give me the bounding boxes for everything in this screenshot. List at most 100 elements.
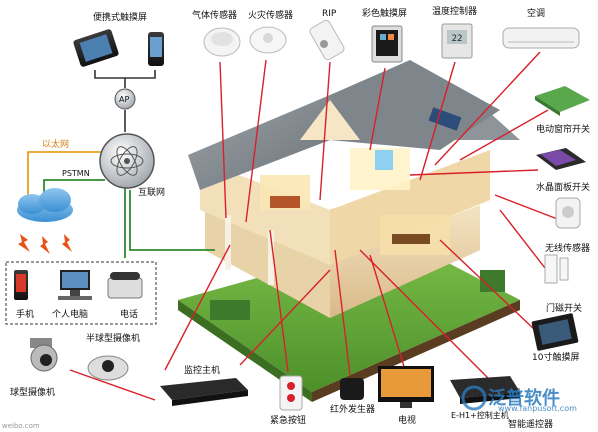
line-tv xyxy=(369,254,406,371)
line-phone-ap xyxy=(125,70,156,79)
house-illustration xyxy=(178,60,520,402)
label-controller: E-H1+控制主机 xyxy=(451,411,509,420)
line-ethernet xyxy=(27,151,108,198)
label-ball-camera: 球型摄像机 xyxy=(10,388,56,398)
lightning-bolts xyxy=(18,234,72,254)
label-ap: AP xyxy=(119,95,130,104)
label-pstmn: PSTMN xyxy=(62,169,90,178)
curtain-switch-device xyxy=(535,86,590,116)
emergency-button-device xyxy=(279,375,303,411)
skylight xyxy=(428,107,462,131)
line-ir xyxy=(334,249,351,376)
roof-gable xyxy=(300,100,360,140)
label-phone: 手机 xyxy=(16,310,35,320)
label-emergency: 紧急按钮 xyxy=(270,416,307,426)
pc-device xyxy=(58,270,92,300)
tablet-device xyxy=(73,29,119,67)
label-tv: 电视 xyxy=(398,416,417,426)
half-camera-device xyxy=(87,355,129,381)
garden-patch-2 xyxy=(480,270,505,292)
label-aircon: 空调 xyxy=(527,9,546,19)
ir-emitter-device xyxy=(340,378,364,400)
thermostat-device: 22 xyxy=(441,23,473,59)
mobile-phone-device xyxy=(14,270,28,300)
label-tel: 电话 xyxy=(120,310,139,320)
line-thermo xyxy=(419,61,456,181)
connection-lines xyxy=(27,51,561,401)
label-gas-sensor: 气体传感器 xyxy=(192,11,238,21)
column-left xyxy=(225,215,231,270)
label-pc: 个人电脑 xyxy=(52,310,89,320)
upper-floor-left xyxy=(200,160,330,265)
monitor-host-device xyxy=(160,378,248,406)
controller-host-device xyxy=(450,376,520,404)
watermark-url: www.fanpusoft.com xyxy=(498,404,577,413)
rip-device xyxy=(309,19,345,61)
line-curtain xyxy=(459,109,549,161)
tv-device xyxy=(378,366,434,408)
label-fire-sensor: 火灾传感器 xyxy=(248,11,294,21)
watermark-logo xyxy=(461,385,487,411)
room-window xyxy=(375,150,393,170)
label-half-camera: 半球型摄像机 xyxy=(86,334,141,344)
crystal-switch-device xyxy=(536,148,586,170)
line-controller xyxy=(359,249,496,386)
door-sensor-device xyxy=(544,254,569,284)
fire-sensor-device xyxy=(249,26,287,54)
line-crystal xyxy=(409,169,539,176)
line-monitor xyxy=(239,269,331,366)
line-touch10 xyxy=(439,239,536,331)
watermark-brand: 泛普软件 xyxy=(488,388,560,409)
line-emergency xyxy=(269,229,289,373)
line-gas xyxy=(219,61,227,219)
upper-floor-right xyxy=(330,150,490,265)
label-internet: 互联网 xyxy=(138,188,166,198)
line-aircon xyxy=(434,51,541,166)
aircon-device xyxy=(502,27,580,49)
lawn-edge xyxy=(178,300,312,402)
line-colortouch xyxy=(369,67,386,151)
label-ethernet: 以太网 xyxy=(42,140,70,150)
watermark-source: weibo.com xyxy=(2,422,40,430)
label-door-sensor: 门磁开关 xyxy=(546,304,583,314)
label-crystal-switch: 水晶面板开关 xyxy=(536,183,591,193)
line-tablet-ap xyxy=(94,70,126,88)
label-ir: 红外发生器 xyxy=(330,405,376,415)
label-touch10: 10寸触摸屏 xyxy=(532,353,580,363)
terminal-group-box xyxy=(5,261,157,325)
line-halfcam xyxy=(69,369,156,401)
line-camera-house xyxy=(164,244,231,371)
color-touch-device xyxy=(371,25,403,63)
room-sofa xyxy=(392,234,430,244)
lightning-icon xyxy=(18,234,30,252)
ball-camera-device xyxy=(30,338,58,372)
label-curtain-switch: 电动窗帘开关 xyxy=(536,125,591,135)
cloud-icon xyxy=(17,188,73,222)
lightning-icon xyxy=(40,236,50,254)
wireless-sensor-device xyxy=(555,197,581,229)
line-internet-house xyxy=(129,190,215,251)
thermostat-readout: 22 xyxy=(452,34,463,44)
line-door xyxy=(499,209,546,269)
touch10-device xyxy=(531,313,579,351)
phone-device xyxy=(148,32,164,66)
label-rip: RIP xyxy=(322,9,337,19)
label-monitor-host: 监控主机 xyxy=(184,366,221,376)
label-tablet: 便携式触摸屏 xyxy=(93,13,148,23)
line-fire xyxy=(245,59,267,223)
gas-sensor-device xyxy=(203,27,241,57)
internet-globe xyxy=(99,133,155,189)
room-bed xyxy=(270,196,300,208)
lawn-edge-right xyxy=(312,300,520,402)
label-thermostat: 温度控制器 xyxy=(432,7,478,17)
line-rip xyxy=(319,61,331,201)
label-color-touch: 彩色触摸屏 xyxy=(362,9,408,19)
label-wireless-sensor: 无线传感器 xyxy=(545,244,591,254)
lightning-icon xyxy=(62,234,72,252)
column-right xyxy=(268,230,274,285)
line-wireless xyxy=(494,194,561,221)
garden-patch xyxy=(210,300,250,320)
ground-floor-left-wall xyxy=(205,205,330,318)
ap-node xyxy=(114,88,136,110)
